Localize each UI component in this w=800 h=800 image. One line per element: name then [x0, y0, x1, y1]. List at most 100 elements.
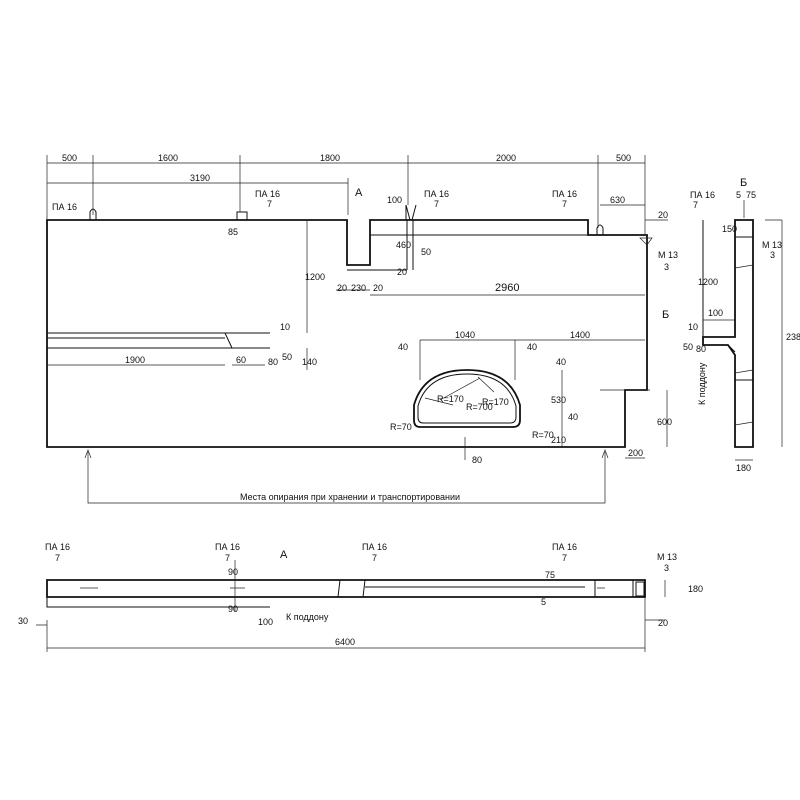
- section-a-mark: А: [355, 187, 363, 199]
- section-dim-90-a: 90: [228, 567, 238, 577]
- side-dim-80: 80: [696, 344, 706, 354]
- section-dim-75: 75: [545, 570, 555, 580]
- dim-80: 80: [268, 357, 278, 367]
- side-m13-qty: 3: [770, 250, 775, 260]
- side-dim-2380: 2380: [786, 332, 800, 342]
- section-anchor-qty-2: 7: [225, 553, 230, 563]
- section-anchor-qty-4: 7: [562, 553, 567, 563]
- dim-40-a: 40: [398, 342, 408, 352]
- radius-70-b: R=70: [532, 430, 554, 440]
- anchor-label-4: ПА 16: [552, 189, 577, 199]
- dim-80-bottom: 80: [472, 455, 482, 465]
- dim-40-d: 40: [568, 412, 578, 422]
- top-dimension-line: [46, 155, 668, 460]
- m13-label: М 13: [658, 250, 678, 260]
- dim-3190: 3190: [190, 173, 210, 183]
- notch-lines: [347, 220, 414, 271]
- radius-leaders: [424, 376, 495, 406]
- side-anchor-label: ПА 16: [690, 190, 715, 200]
- section-inner-lines: [46, 579, 645, 608]
- dim-1200: 1200: [305, 272, 325, 282]
- dim-200: 200: [628, 448, 643, 458]
- side-view-b: Б ПА 16 7 5 75 150 М 13 3 1200 100 10 50…: [683, 177, 800, 473]
- dim-40-c: 40: [556, 357, 566, 367]
- plan-view: 500 1600 1800 2000 500 3190 А Б ПА 16 ПА…: [46, 153, 678, 504]
- section-anchor-label-3: ПА 16: [362, 542, 387, 552]
- side-dim-50: 50: [683, 342, 693, 352]
- section-dim-6400: 6400: [335, 637, 355, 647]
- section-m13-label: М 13: [657, 552, 677, 562]
- side-dim-1200: 1200: [698, 277, 718, 287]
- side-anchor-qty: 7: [693, 200, 698, 210]
- section-anchor-label-2: ПА 16: [215, 542, 240, 552]
- side-outline: [702, 219, 754, 448]
- dim-10: 10: [280, 322, 290, 332]
- dim-2000: 2000: [496, 153, 516, 163]
- dim-140: 140: [302, 357, 317, 367]
- radius-170-a: R=170: [437, 394, 464, 404]
- anchor-label-2: ПА 16: [255, 189, 280, 199]
- dim-1900: 1900: [125, 355, 145, 365]
- dim-1040: 1040: [455, 330, 475, 340]
- anchor-loop-4: [596, 224, 604, 235]
- anchor-qty-2: 7: [267, 199, 272, 209]
- dim-1800: 1800: [320, 153, 340, 163]
- section-anchor-label-1: ПА 16: [45, 542, 70, 552]
- side-dim-100: 100: [708, 308, 723, 318]
- bottom-groove: [47, 332, 270, 349]
- side-dim-180: 180: [736, 463, 751, 473]
- m13-qty: 3: [664, 262, 669, 272]
- support-arrows: [84, 449, 609, 504]
- section-dim-20: 20: [658, 618, 668, 628]
- section-outline: [46, 579, 646, 598]
- dim-500-right: 500: [616, 153, 631, 163]
- section-dim-lines: [36, 560, 666, 652]
- side-to-pallet-label: К поддону: [697, 362, 707, 405]
- dim-600: 600: [657, 417, 672, 427]
- dim-100: 100: [387, 195, 402, 205]
- side-dim-75: 75: [746, 190, 756, 200]
- side-dim-lines: [703, 200, 783, 461]
- dim-20-a: 20: [337, 283, 347, 293]
- dim-20-b: 20: [373, 283, 383, 293]
- dim-60: 60: [236, 355, 246, 365]
- section-to-pallet-label: К поддону: [286, 612, 329, 622]
- radius-70-a: R=70: [390, 422, 412, 432]
- side-m13-label: М 13: [762, 240, 782, 250]
- dim-50: 50: [421, 247, 431, 257]
- dim-1400: 1400: [570, 330, 590, 340]
- dim-630: 630: [610, 195, 625, 205]
- d-opening-outer: [413, 369, 521, 428]
- section-b-mark: Б: [662, 309, 669, 321]
- section-m13-qty: 3: [664, 563, 669, 573]
- d-opening-inner: [417, 373, 517, 424]
- section-anchor-qty-1: 7: [55, 553, 60, 563]
- dim-50-groove: 50: [282, 352, 292, 362]
- section-a-title: А: [280, 549, 288, 561]
- dim-20-right: 20: [658, 210, 668, 220]
- section-a: А ПА 16 7 ПА 16 7 ПА 16 7 ПА 16 7 М 13 3…: [18, 542, 703, 652]
- side-dim-10: 10: [688, 322, 698, 332]
- section-anchor-qty-3: 7: [372, 553, 377, 563]
- section-dim-180: 180: [688, 584, 703, 594]
- m13-plate: [639, 237, 653, 246]
- anchor-loop-3: [405, 204, 417, 221]
- radius-700: R=700: [466, 402, 493, 412]
- dim-20-notch: 20: [397, 267, 407, 277]
- anchor-loop-2: [236, 211, 248, 220]
- anchor-label-1: ПА 16: [52, 202, 77, 212]
- side-dim-150: 150: [722, 224, 737, 234]
- dim-2960: 2960: [495, 282, 519, 294]
- section-dim-5: 5: [541, 597, 546, 607]
- section-dim-30: 30: [18, 616, 28, 626]
- anchor-qty-3: 7: [434, 199, 439, 209]
- side-dim-5: 5: [736, 190, 741, 200]
- dim-1600: 1600: [158, 153, 178, 163]
- anchor-label-3: ПА 16: [424, 189, 449, 199]
- anchor-qty-4: 7: [562, 199, 567, 209]
- dim-210: 210: [551, 435, 566, 445]
- radius-170-b: R=170: [482, 397, 509, 407]
- dim-500-left: 500: [62, 153, 77, 163]
